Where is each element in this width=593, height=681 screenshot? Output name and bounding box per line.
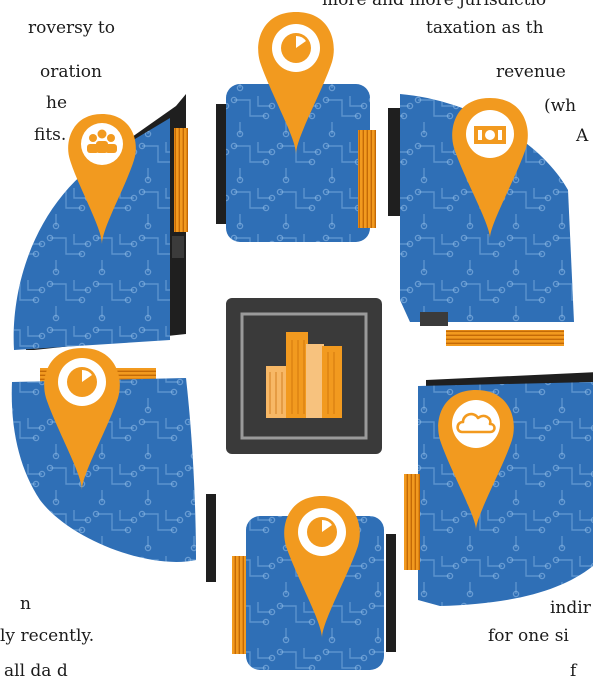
text-top-right-3: revenue xyxy=(496,62,566,82)
text-top-left-2: oration xyxy=(40,62,102,82)
text-bottom-left-1: n xyxy=(20,594,31,614)
pie-chart-icon xyxy=(281,33,311,63)
location-pin-people xyxy=(68,114,136,244)
money-icon xyxy=(474,126,506,144)
cloud-icon xyxy=(456,412,496,434)
text-bottom-left-3: all da d xyxy=(4,661,68,681)
text-top-right-4: (wh xyxy=(544,96,577,116)
location-pin-pie-top xyxy=(258,12,334,154)
location-pin-cloud xyxy=(438,390,514,530)
card-top-center xyxy=(216,84,376,242)
location-pin-pie-bottom xyxy=(284,496,360,638)
skyscraper-icon xyxy=(266,332,342,418)
location-pin-money xyxy=(452,98,528,238)
text-bottom-right-3: f xyxy=(570,661,577,681)
text-top-right-5: A xyxy=(576,126,589,146)
text-bottom-left-2: ly recently. xyxy=(0,626,95,646)
text-bottom-right-1: indir xyxy=(550,598,591,618)
text-top-right-2: taxation as th xyxy=(426,18,544,38)
people-icon xyxy=(87,129,117,153)
text-top-right-1: more and more jurisdictio xyxy=(322,0,547,10)
text-top-left-1: roversy to xyxy=(28,18,115,38)
location-pin-pie-left xyxy=(44,348,120,490)
text-top-left-4: fits. xyxy=(34,125,67,145)
pie-chart-icon xyxy=(67,367,97,397)
text-top-left-3: he xyxy=(46,93,68,113)
text-bottom-right-2: for one si xyxy=(488,626,569,646)
pie-chart-icon xyxy=(307,517,337,547)
center-chip xyxy=(226,298,382,454)
